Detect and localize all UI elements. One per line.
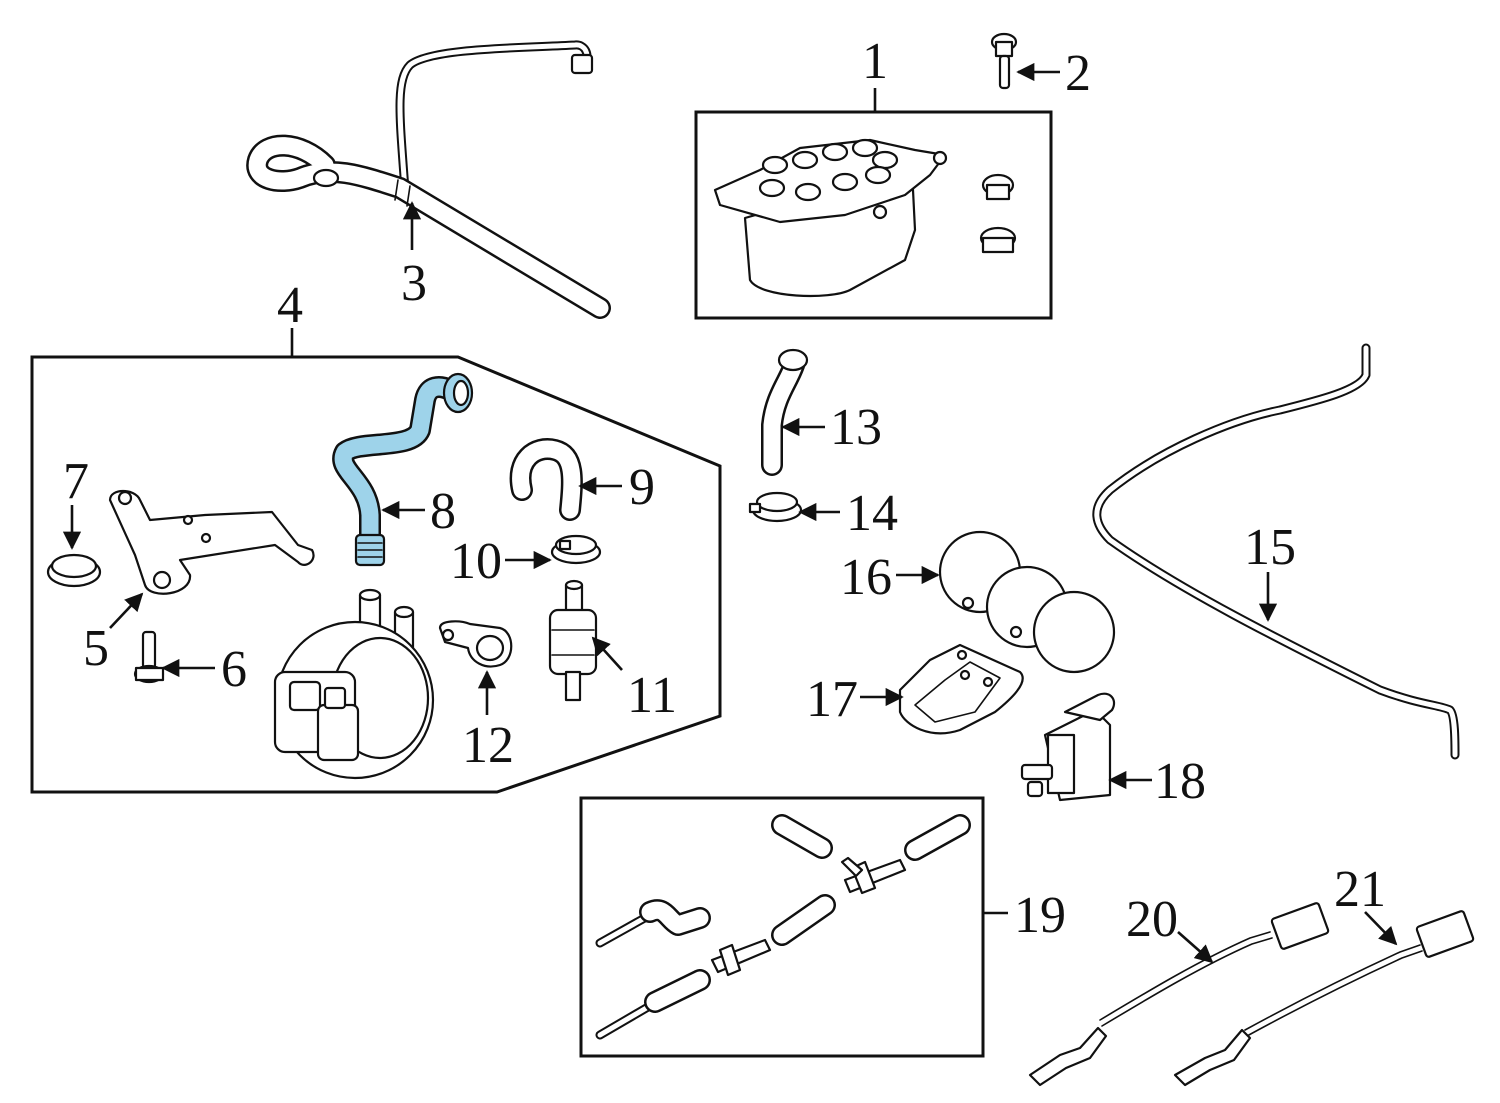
part-18-solenoid[interactable] bbox=[1020, 692, 1116, 802]
callout-5: 5 bbox=[83, 620, 109, 677]
callout-6: 6 bbox=[221, 641, 247, 698]
callout-11: 11 bbox=[627, 667, 677, 724]
callout-1: 1 bbox=[862, 33, 888, 90]
callout-8: 8 bbox=[430, 483, 456, 540]
part-10-clamp[interactable] bbox=[550, 534, 602, 565]
callout-18: 18 bbox=[1154, 753, 1206, 810]
callout-7: 7 bbox=[63, 453, 89, 510]
callout-19: 19 bbox=[1014, 887, 1066, 944]
callout-20: 20 bbox=[1126, 891, 1178, 948]
leader-11 bbox=[591, 636, 623, 671]
part-19-hose-kit[interactable] bbox=[595, 814, 971, 1040]
callout-3: 3 bbox=[401, 255, 427, 312]
leader-5 bbox=[109, 592, 144, 629]
part-17-bracket[interactable] bbox=[898, 643, 1024, 735]
callout-12: 12 bbox=[462, 717, 514, 774]
leader-20 bbox=[1177, 931, 1214, 964]
part-12-clip[interactable] bbox=[438, 620, 513, 668]
part-1-canister[interactable] bbox=[713, 138, 1017, 298]
callout-2: 2 bbox=[1065, 45, 1091, 102]
part-4-box bbox=[30, 355, 722, 794]
part-8-hose[interactable] bbox=[332, 372, 474, 567]
callout-10: 10 bbox=[450, 533, 502, 590]
part-5-bracket[interactable] bbox=[108, 489, 315, 595]
callout-21: 21 bbox=[1334, 861, 1386, 918]
part-19-box bbox=[579, 796, 985, 1058]
part-15-line[interactable] bbox=[1092, 343, 1460, 760]
callout-13: 13 bbox=[830, 399, 882, 456]
callout-15: 15 bbox=[1244, 519, 1296, 576]
part-16-pads[interactable] bbox=[938, 530, 1116, 674]
part-20-oxygen-sensor[interactable] bbox=[1028, 902, 1330, 1087]
part-3-vent-hose[interactable] bbox=[246, 40, 611, 319]
part-6-bolt[interactable] bbox=[133, 630, 165, 684]
part-21-oxygen-sensor[interactable] bbox=[1173, 910, 1475, 1087]
callout-labels: 1 2 3 4 5 6 7 8 9 10 11 12 13 14 15 16 1… bbox=[63, 33, 1386, 948]
part-13-hose[interactable] bbox=[761, 348, 809, 476]
leader-lines bbox=[62, 62, 1398, 964]
part-11-filter[interactable] bbox=[548, 579, 598, 702]
callout-17: 17 bbox=[806, 671, 858, 728]
part-7-grommet[interactable] bbox=[46, 553, 102, 588]
callout-16: 16 bbox=[840, 549, 892, 606]
part-9-hose[interactable] bbox=[509, 438, 583, 521]
part-4-purge-valve[interactable] bbox=[273, 588, 435, 780]
callout-9: 9 bbox=[629, 459, 655, 516]
part-1-box bbox=[694, 110, 1053, 320]
callout-4: 4 bbox=[277, 277, 303, 334]
part-14-clamp[interactable] bbox=[748, 491, 803, 523]
leader-21 bbox=[1364, 911, 1398, 946]
part-2-bolt[interactable] bbox=[990, 32, 1018, 90]
callout-14: 14 bbox=[846, 485, 898, 542]
